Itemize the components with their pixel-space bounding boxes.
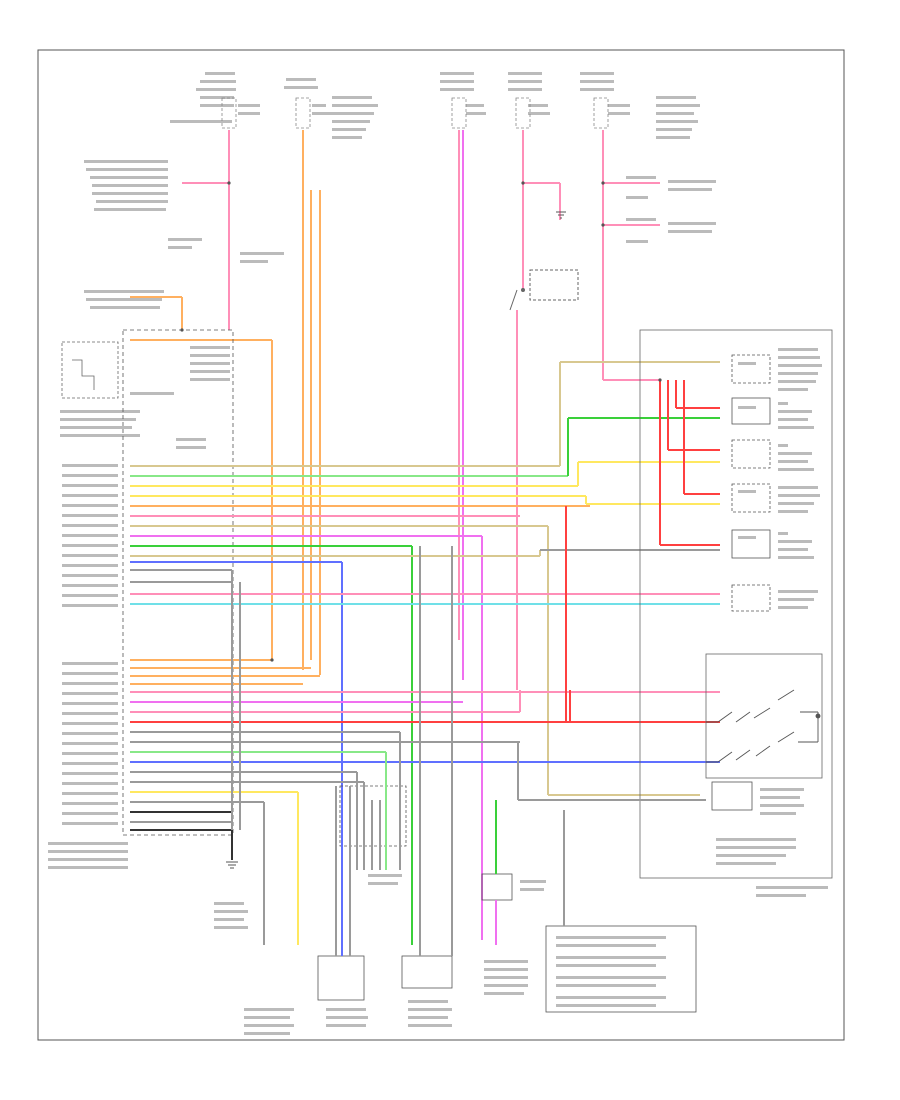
transmission-section <box>639 329 833 879</box>
top-feed-wires <box>228 130 660 690</box>
left-notes <box>60 160 284 449</box>
red-wire-bundle <box>569 380 720 722</box>
pressure-switches <box>706 689 821 763</box>
bottom-labels <box>214 874 666 1035</box>
fuse-boxes <box>221 97 609 129</box>
brake-switch <box>509 269 579 311</box>
bottom-wires <box>231 546 706 956</box>
pressure-switch-assembly <box>705 653 823 779</box>
pcm-pin-labels <box>48 464 128 869</box>
solenoid-boxes <box>711 354 771 811</box>
top-fuse-labels <box>170 72 700 139</box>
pcm-signal-wires <box>130 361 720 945</box>
splice-dots <box>180 181 662 662</box>
ground-symbols <box>226 211 566 869</box>
diagram-frame <box>37 49 845 1041</box>
solenoid-labels <box>626 176 828 897</box>
pcm-internal-switch <box>61 341 119 399</box>
